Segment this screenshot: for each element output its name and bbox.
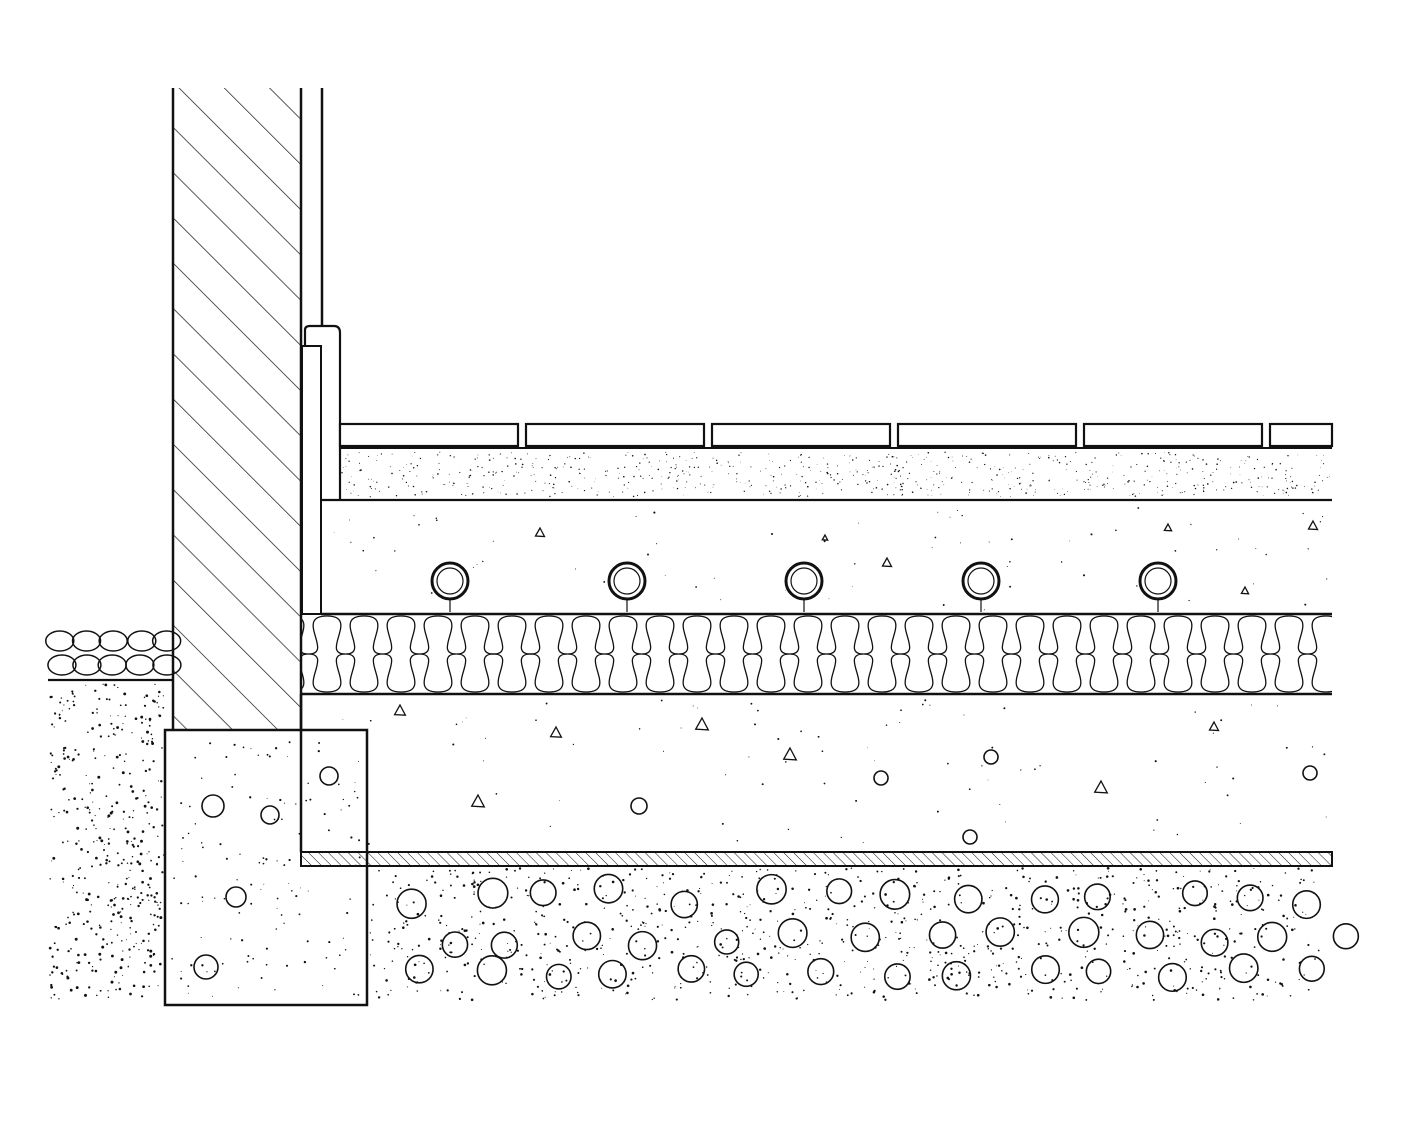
gravel-bed <box>396 873 1360 993</box>
floor-tile <box>338 422 520 448</box>
screed-layer <box>321 507 1332 616</box>
floor-tile <box>1082 422 1264 448</box>
floor-tile <box>1268 422 1334 448</box>
floor-tile <box>524 422 706 448</box>
underfloor-heating-pipes <box>430 561 1178 612</box>
footing-concrete-aggregate <box>171 741 361 997</box>
floor-tile <box>896 422 1078 448</box>
mortar-bed <box>321 447 1332 502</box>
foundation-footing <box>163 728 369 1007</box>
concrete-base-slab <box>299 694 1327 852</box>
thermal-insulation-layer <box>302 615 1332 696</box>
masonry-wall <box>171 88 303 730</box>
floor-tile <box>710 422 892 448</box>
floor-tiles <box>338 422 1334 448</box>
damp-proof-membrane <box>300 851 1333 867</box>
exterior-gravel-layer <box>45 630 182 682</box>
edge-insulation-strip <box>301 345 322 615</box>
